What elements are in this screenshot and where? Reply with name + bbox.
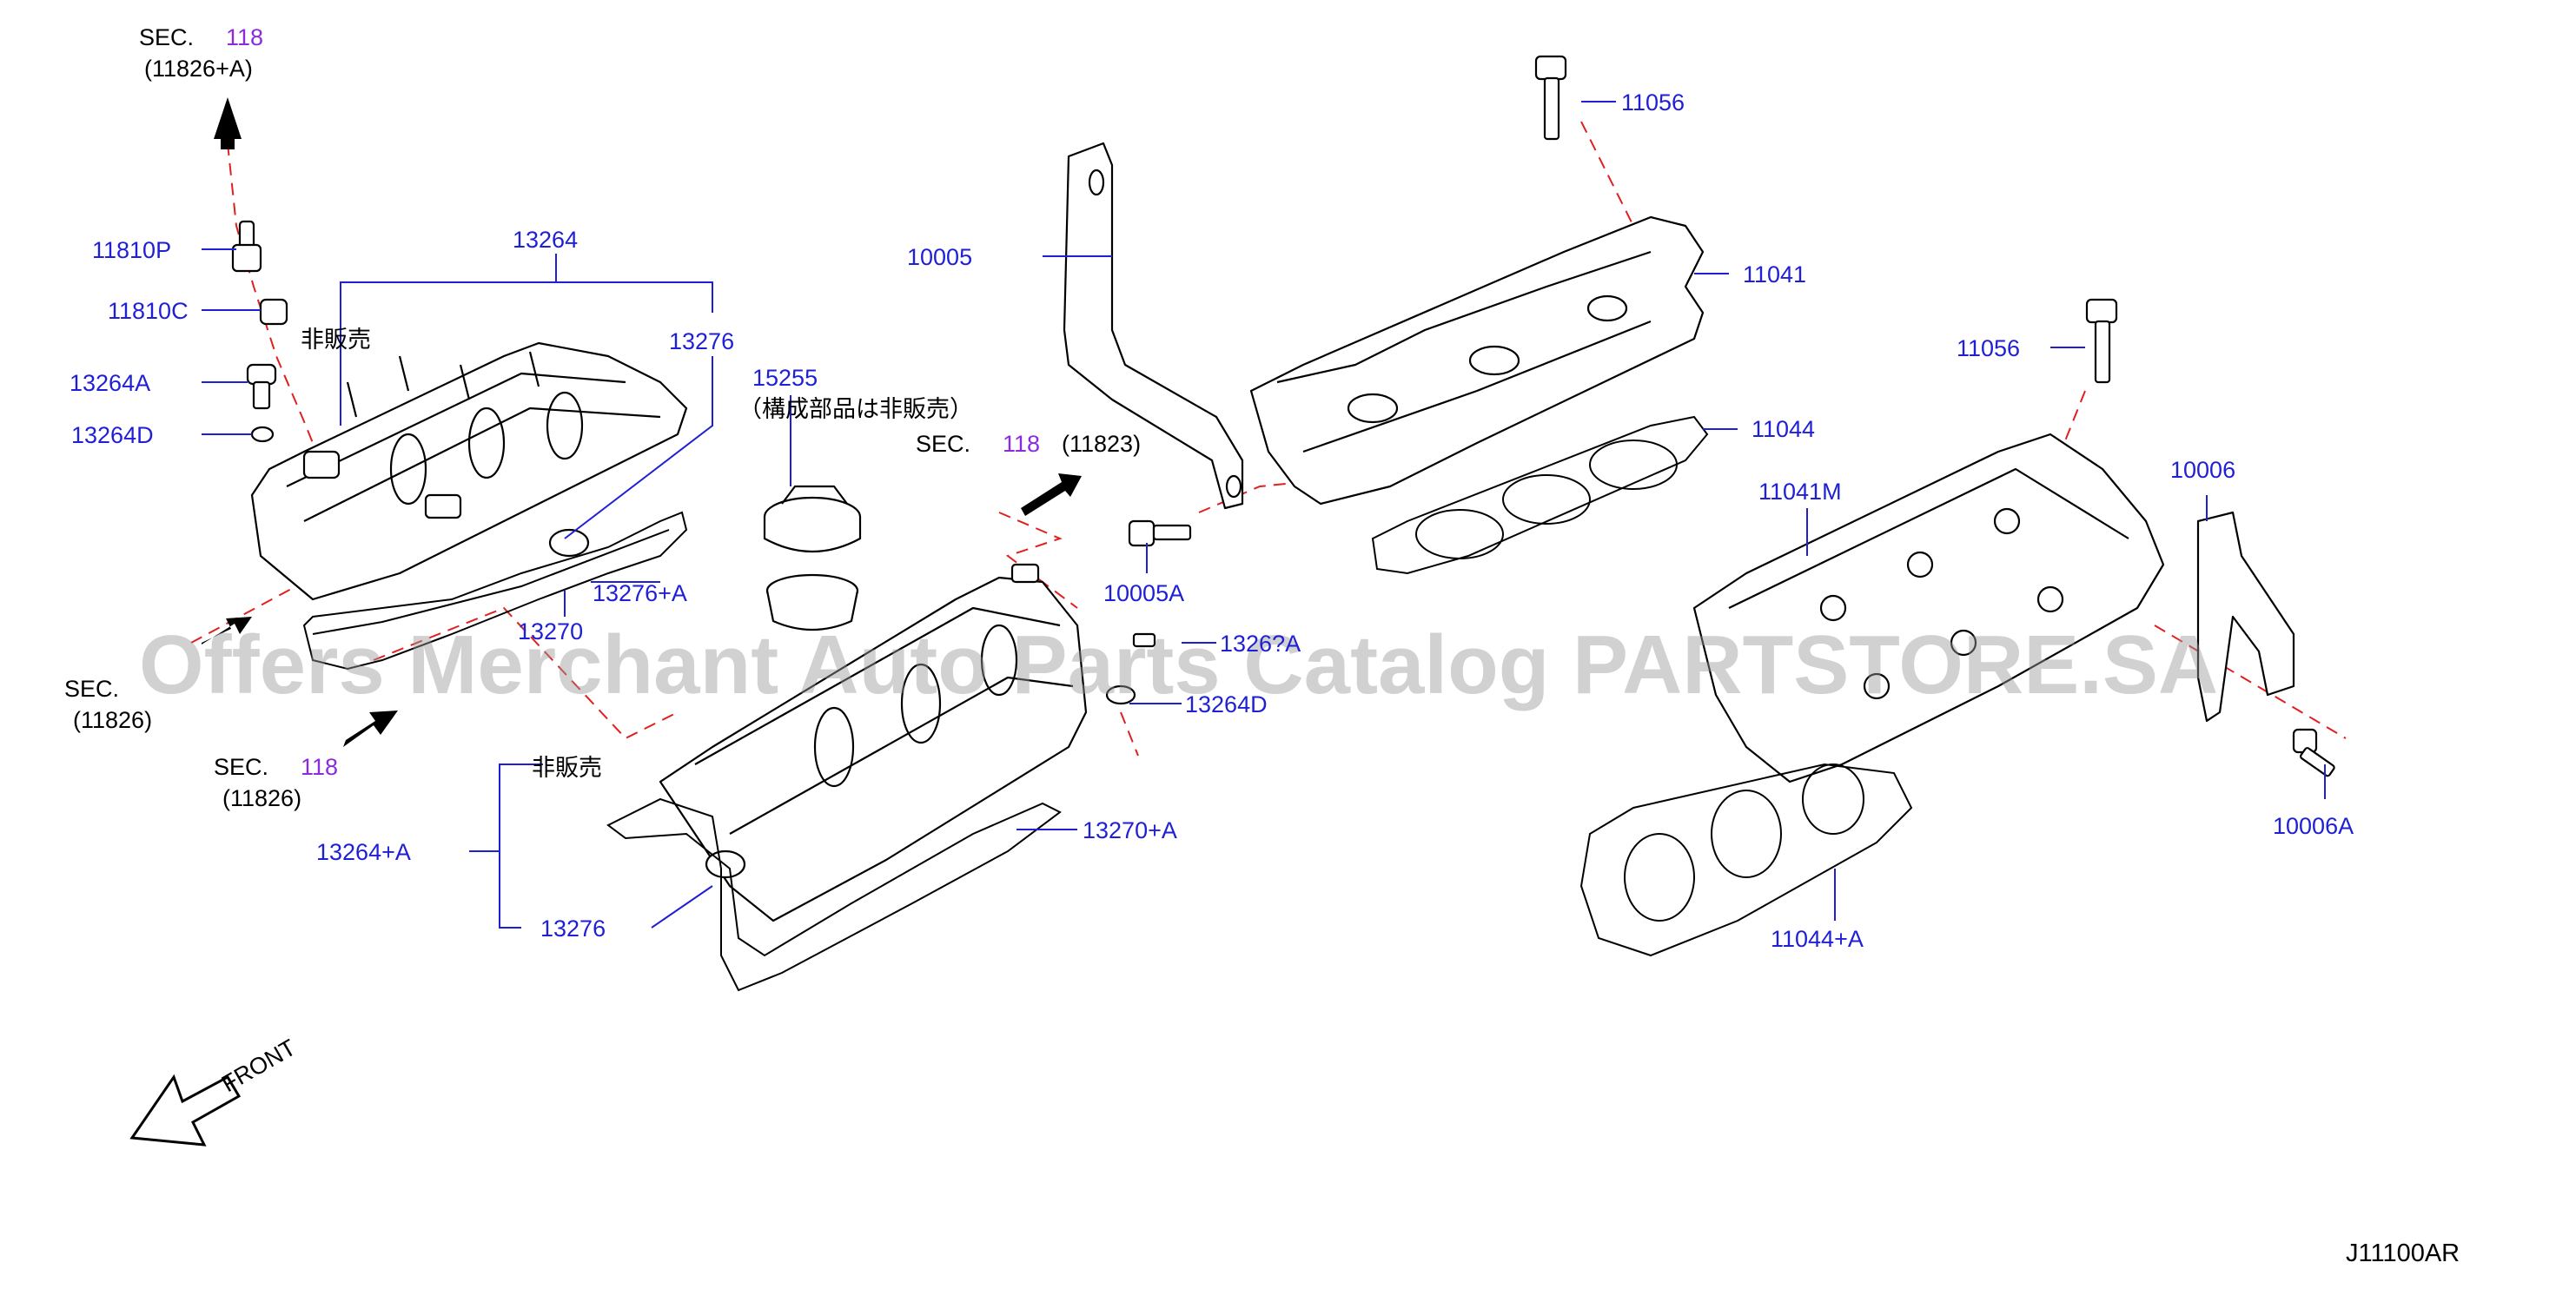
leader-lines xyxy=(202,101,2326,929)
head-bolt-right xyxy=(2085,298,2118,384)
label-13270A: 13270+A xyxy=(1083,817,1177,843)
label-11044: 11044 xyxy=(1752,416,1815,442)
front-arrow xyxy=(129,1074,242,1147)
section-ref-center-num: 118 xyxy=(1003,431,1040,457)
section-ref-center: SEC. 118 (11823) xyxy=(916,431,1141,457)
arrow-left-icon xyxy=(202,617,252,644)
cylinder-head-right xyxy=(1692,433,2165,783)
label-11041M: 11041M xyxy=(1758,479,1842,505)
diagram-code: J11100AR xyxy=(2346,1239,2460,1267)
label-13264A: 13264A xyxy=(70,370,150,396)
valve-cover-gasket-left xyxy=(302,511,688,671)
label-13276-top: 13276 xyxy=(669,328,734,354)
bolt-10006A xyxy=(2292,728,2335,777)
section-ref-left: SEC. (11826) xyxy=(64,676,152,733)
arrow-down-left-icon xyxy=(343,711,398,747)
label-11044A: 11044+A xyxy=(1771,926,1864,952)
note-components-not-sold: （構成部品は非販売） xyxy=(738,396,973,423)
label-11056-top: 11056 xyxy=(1621,89,1685,116)
front-label: FRONT xyxy=(217,1035,301,1097)
note-not-sold-1: 非販売 xyxy=(301,327,371,354)
front-arrow-icon xyxy=(129,1074,242,1147)
label-11810C: 11810C xyxy=(108,298,189,324)
label-10006A: 10006A xyxy=(2273,813,2354,839)
label-11810P: 11810P xyxy=(92,237,171,263)
arrow-up-right-icon xyxy=(1021,473,1082,516)
label-13264plusA: 13264+A xyxy=(316,839,411,865)
label-13276-bottom: 13276 xyxy=(540,916,606,942)
section-ref-left-sub: (11826) xyxy=(73,707,152,733)
section-arrows xyxy=(202,97,1082,747)
valve-cover-gasket-right xyxy=(606,797,1062,992)
label-10005A: 10005A xyxy=(1103,580,1184,606)
note-not-sold-2: 非販売 xyxy=(532,755,602,782)
head-bolt-top xyxy=(1534,55,1567,141)
label-10006: 10006 xyxy=(2170,457,2235,483)
label-11041: 11041 xyxy=(1743,261,1806,288)
section-ref-left2-sub: (11826) xyxy=(222,785,301,811)
label-15255: 15255 xyxy=(752,365,818,391)
label-1326xA-partial: 1326?A xyxy=(1220,631,1301,657)
lifting-bracket-front xyxy=(1063,142,1244,510)
lifting-bracket-rear xyxy=(2196,511,2295,723)
label-13270: 13270 xyxy=(518,618,583,644)
small-parts-right xyxy=(1105,632,1156,705)
head-gasket-left xyxy=(1371,415,1709,575)
section-ref-top-sub: (11826+A) xyxy=(144,56,253,82)
oil-filler-cap xyxy=(763,485,862,631)
label-13264D-left: 13264D xyxy=(71,422,154,448)
arrow-up-icon xyxy=(214,97,242,149)
label-11056-right: 11056 xyxy=(1957,335,2020,361)
notes: 非販売 非販売 （構成部品は非販売） xyxy=(301,327,973,782)
bolt-10005A xyxy=(1128,519,1192,547)
part-labels: 11810P 11810C 13264A 13264D 13264 13276 … xyxy=(70,89,2354,952)
label-13264D-right: 13264D xyxy=(1185,691,1268,717)
section-ref-top: SEC. 118 (11826+A) xyxy=(139,24,263,82)
section-ref-left2: SEC. 118 (11826) xyxy=(214,754,338,811)
section-ref-top-sec: SEC. xyxy=(139,24,194,50)
label-10005: 10005 xyxy=(907,244,972,270)
pcv-valve-parts xyxy=(231,220,288,443)
valve-cover-left xyxy=(250,341,688,601)
label-13264: 13264 xyxy=(513,227,578,253)
section-ref-left-sec: SEC. xyxy=(64,676,119,702)
section-ref-left2-num: 118 xyxy=(301,754,338,780)
watermark-text: Offers Merchant Auto Parts Catalog PARTS… xyxy=(139,618,2218,711)
head-gasket-right xyxy=(1579,763,1913,957)
label-13276A: 13276+A xyxy=(593,580,687,606)
section-ref-left2-sec: SEC. xyxy=(214,754,268,780)
section-ref-center-sec: SEC. xyxy=(916,431,970,457)
cylinder-head-left xyxy=(1249,215,1705,506)
section-ref-center-sub: (11823) xyxy=(1062,431,1141,457)
section-ref-top-num: 118 xyxy=(226,24,263,50)
